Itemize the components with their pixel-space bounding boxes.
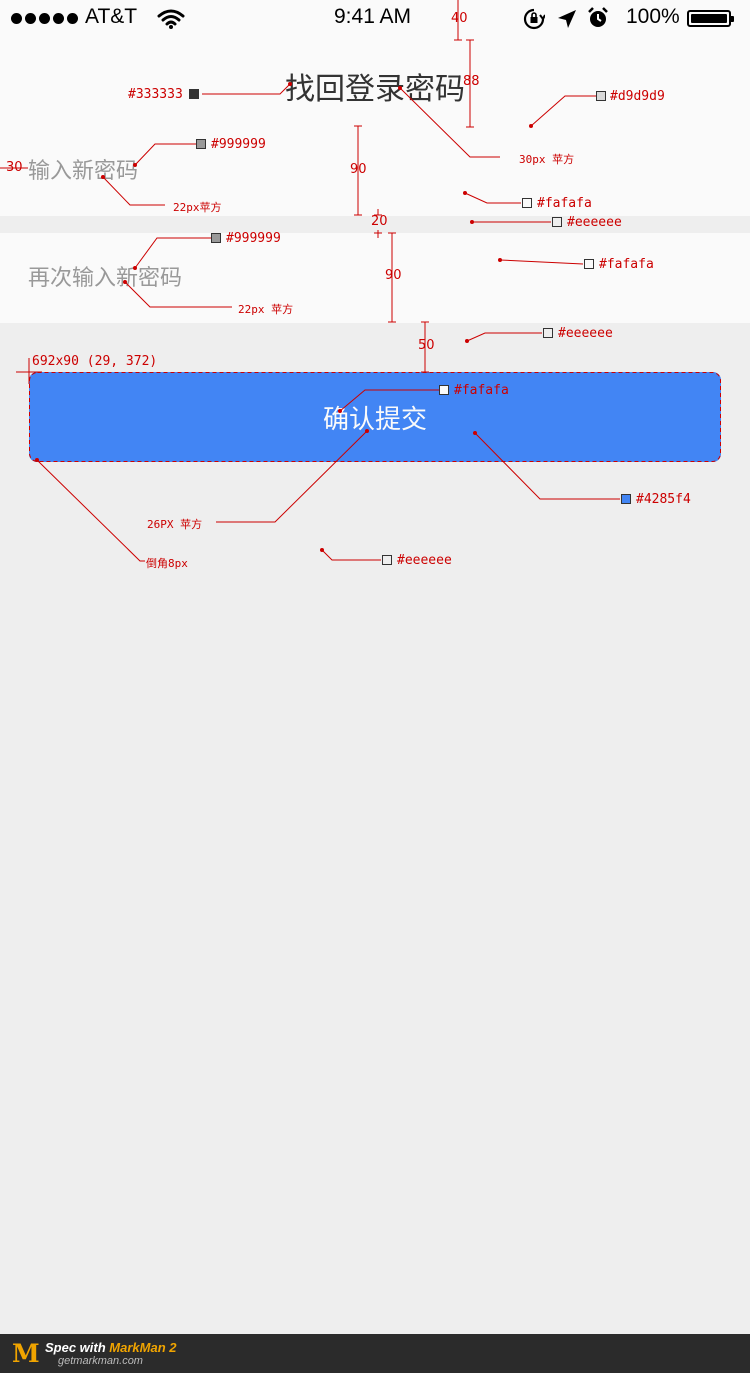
- clock-label: 9:41 AM: [334, 5, 412, 28]
- footer-brand: MarkMan 2: [109, 1340, 177, 1355]
- ann-gap1-bg: #eeeeee: [567, 215, 622, 230]
- ann-button-color: #4285f4: [636, 492, 691, 507]
- measure-status-height: 40: [451, 11, 468, 26]
- status-bar: AT&T 9:41 AM 100%: [0, 0, 750, 40]
- measure-gap2-height: 50: [418, 338, 435, 353]
- ann-gap2-bg: #eeeeee: [558, 326, 613, 341]
- annotation-lines: [0, 0, 721, 562]
- submit-button[interactable]: 确认提交: [29, 372, 721, 462]
- ann-row2-bg: #fafafa: [599, 257, 654, 272]
- new-password-input[interactable]: [28, 126, 718, 216]
- swatch-button-color: [621, 494, 631, 504]
- swatch-divider-color: [596, 91, 606, 101]
- alarm-icon: [588, 7, 608, 27]
- ann-placeholder1-color: #999999: [211, 137, 266, 152]
- ann-placeholder1-font: 22px苹方: [173, 201, 222, 214]
- ann-button-font: 26PX 苹方: [147, 518, 203, 531]
- ann-divider-color: #d9d9d9: [610, 89, 665, 104]
- confirm-password-row: [0, 233, 750, 323]
- swatch-placeholder2-color: [211, 233, 221, 243]
- location-arrow-icon: [558, 10, 576, 28]
- nav-bar: 找回登录密码: [0, 40, 750, 128]
- footer-url[interactable]: getmarkman.com: [58, 1355, 143, 1367]
- new-password-row: [0, 126, 750, 216]
- ann-placeholder2-font: 22px 苹方: [238, 303, 294, 316]
- ann-page-bg: #eeeeee: [397, 553, 452, 568]
- ann-placeholder2-color: #999999: [226, 231, 281, 246]
- battery-icon: [687, 10, 734, 27]
- measure-nav-height: 88: [463, 74, 480, 89]
- measure-left-padding: 30: [6, 160, 23, 175]
- signal-strength-icon: [11, 13, 78, 24]
- markman-footer: M Spec with MarkMan 2 getmarkman.com: [0, 1334, 750, 1373]
- markman-logo-icon: M: [12, 1339, 40, 1368]
- swatch-gap1-bg: [552, 217, 562, 227]
- measure-row2-height: 90: [385, 268, 402, 283]
- swatch-button-text-color: [439, 385, 449, 395]
- swatch-placeholder1-color: [196, 139, 206, 149]
- measure-row1-height: 90: [350, 162, 367, 177]
- ann-button-text-color: #fafafa: [454, 383, 509, 398]
- orientation-lock-icon: [523, 8, 545, 30]
- swatch-title-color: [189, 89, 199, 99]
- swatch-gap2-bg: [543, 328, 553, 338]
- confirm-password-input[interactable]: [28, 233, 718, 323]
- footer-spec-line: Spec with MarkMan 2: [45, 1340, 177, 1355]
- footer-spec-with: Spec with: [45, 1340, 110, 1355]
- wifi-icon: [157, 9, 185, 29]
- ann-button-size: 692x90 (29, 372): [32, 354, 158, 369]
- measure-gap1-height: 20: [371, 214, 388, 229]
- swatch-row2-bg: [584, 259, 594, 269]
- swatch-page-bg: [382, 555, 392, 565]
- carrier-label: AT&T: [85, 5, 138, 28]
- battery-percent: 100%: [626, 5, 680, 28]
- ann-title-font: 30px 苹方: [519, 153, 575, 166]
- swatch-row1-bg: [522, 198, 532, 208]
- ann-title-color: #333333: [128, 87, 183, 102]
- ann-button-radius: 倒角8px: [146, 557, 188, 570]
- ann-row1-bg: #fafafa: [537, 196, 592, 211]
- page-title: 找回登录密码: [285, 72, 465, 107]
